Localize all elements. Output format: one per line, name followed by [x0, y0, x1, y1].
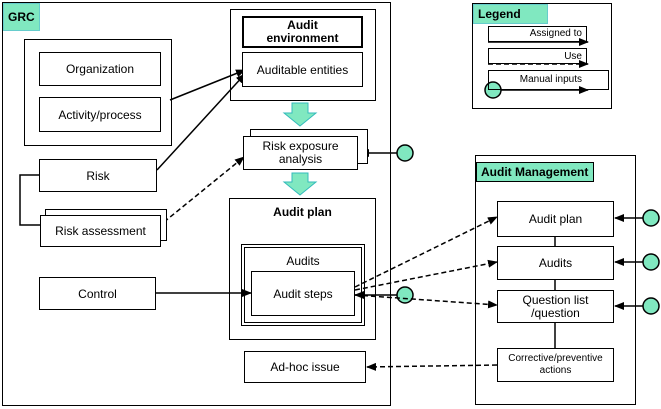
manual-input-circle-steps	[396, 286, 414, 304]
arrow-assessment-to-exposure	[163, 156, 245, 223]
arrow-corrective-to-adhoc	[366, 362, 498, 371]
activity-process-box[interactable]: Activity/process	[39, 97, 161, 132]
audits-inner	[244, 247, 362, 323]
audit-steps-box[interactable]: Audit steps	[251, 271, 355, 316]
legend-item-manual-box	[488, 70, 609, 90]
am-audit-plan-box[interactable]: Audit plan	[497, 201, 614, 237]
legend-manual-label: Manual inputs	[519, 74, 582, 85]
risk-assessment-box[interactable]: Risk assessment	[40, 215, 161, 247]
arrow-activity-to-entities	[169, 69, 246, 101]
am-audits-box[interactable]: Audits	[497, 246, 614, 280]
legend-use-label: Use	[564, 51, 582, 62]
legend-assigned-label: Assigned to	[529, 28, 582, 39]
control-box[interactable]: Control	[39, 277, 156, 310]
audit-management-title: Audit Management	[476, 162, 594, 182]
organization-box[interactable]: Organization	[39, 52, 161, 86]
flow-arrow-exposure-to-plan	[282, 172, 318, 196]
audit-plan-group	[229, 198, 376, 340]
grc-title: GRC	[3, 3, 40, 31]
manual-input-circle-am-questions	[642, 297, 660, 315]
am-corrective-box[interactable]: Corrective/preventive actions	[497, 348, 614, 382]
org-group	[24, 39, 172, 146]
am-question-list-box[interactable]: Question list /question	[497, 290, 614, 323]
audits-title: Audits	[286, 254, 320, 268]
legend-title: Legend	[473, 4, 548, 24]
legend-item-use-box	[488, 48, 587, 64]
manual-input-circle-am-audits	[642, 253, 660, 271]
audit-plan-title: Audit plan	[273, 205, 332, 219]
risk-box[interactable]: Risk	[39, 159, 157, 192]
audits-outer	[241, 244, 365, 326]
adhoc-issue-box[interactable]: Ad-hoc issue	[244, 351, 366, 383]
connector-risk-assessment	[19, 174, 40, 226]
audit-environment-box[interactable]: Audit environment	[242, 16, 363, 48]
grc-frame	[2, 2, 391, 406]
flow-arrow-environment-to-exposure	[282, 102, 318, 127]
audit-management-frame	[475, 155, 636, 405]
legend-item-assigned-box	[488, 26, 587, 42]
auditable-entities-box[interactable]: Auditable entities	[242, 52, 363, 87]
audit-env-group	[230, 9, 376, 101]
arrow-steps-to-am-plan	[354, 216, 498, 288]
manual-input-circle-exposure	[396, 144, 414, 162]
legend-manual-circle	[484, 81, 502, 99]
manual-input-circle-am-plan	[642, 209, 660, 227]
arrow-steps-to-am-audits	[354, 259, 498, 291]
risk-exposure-box[interactable]: Risk exposure analysis	[243, 136, 358, 170]
legend-frame	[472, 3, 612, 109]
